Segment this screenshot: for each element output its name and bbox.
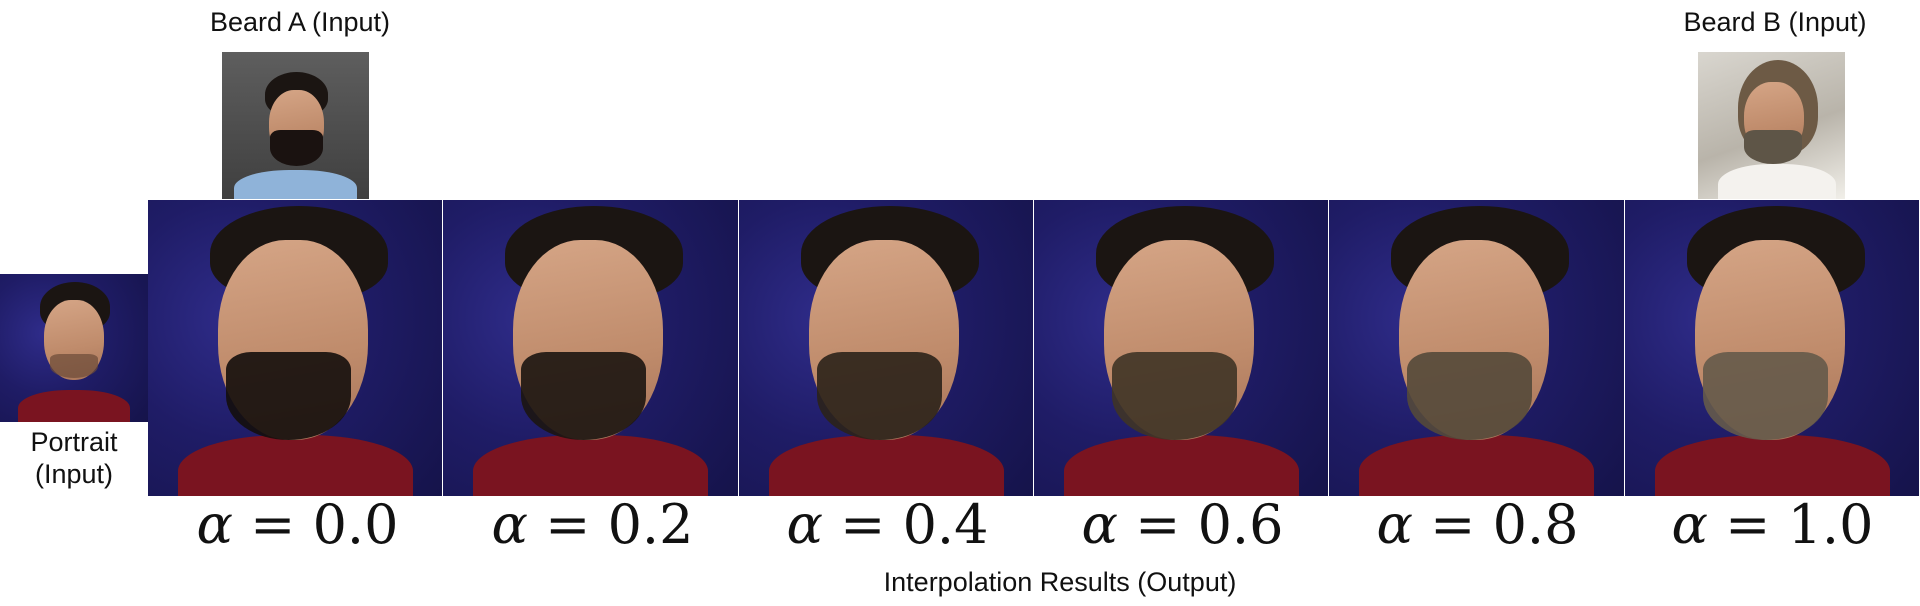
- alpha-label: α = 0.6: [1035, 493, 1330, 556]
- beard-b-photo: [1698, 52, 1845, 199]
- alpha-value: = 0.4: [823, 493, 989, 556]
- result-frame: [1329, 200, 1624, 496]
- beard-overlay: [1407, 352, 1533, 440]
- beard-a-photo: [222, 52, 369, 199]
- alpha-symbol: α: [1081, 493, 1118, 556]
- result-frame: [1034, 200, 1329, 496]
- results-strip: [148, 200, 1920, 496]
- portrait-photo: [0, 274, 148, 422]
- alpha-symbol: α: [1671, 493, 1708, 556]
- result-frame: [738, 200, 1033, 496]
- alpha-symbol: α: [1376, 493, 1413, 556]
- beard-overlay: [226, 352, 351, 440]
- beard-overlay: [1112, 352, 1237, 440]
- alpha-label: α = 0.8: [1330, 493, 1625, 556]
- alpha-value: = 0.6: [1118, 493, 1284, 556]
- alpha-symbol: α: [196, 493, 233, 556]
- beard-overlay: [816, 352, 942, 440]
- beard-overlay: [521, 352, 647, 440]
- alpha-value: = 1.0: [1708, 493, 1874, 556]
- alpha-label: α = 0.0: [150, 493, 445, 556]
- alpha-label: α = 0.4: [740, 493, 1035, 556]
- beard-a-label: Beard A (Input): [209, 7, 391, 37]
- beard-b-label: Beard B (Input): [1683, 7, 1867, 37]
- alpha-value: = 0.8: [1413, 493, 1579, 556]
- alpha-symbol: α: [491, 493, 528, 556]
- alpha-label: α = 0.2: [445, 493, 740, 556]
- portrait-label-line1: Portrait: [30, 427, 118, 457]
- result-frame: [148, 200, 443, 496]
- beard-overlay: [1702, 352, 1828, 440]
- result-frame: [1624, 200, 1919, 496]
- alpha-value: = 0.2: [528, 493, 694, 556]
- result-frame: [443, 200, 738, 496]
- alpha-value: = 0.0: [233, 493, 399, 556]
- alpha-symbol: α: [786, 493, 823, 556]
- portrait-label: Portrait (Input): [0, 426, 148, 491]
- output-caption: Interpolation Results (Output): [883, 567, 1237, 597]
- portrait-label-line2: (Input): [34, 459, 114, 490]
- alpha-label: α = 1.0: [1625, 493, 1920, 556]
